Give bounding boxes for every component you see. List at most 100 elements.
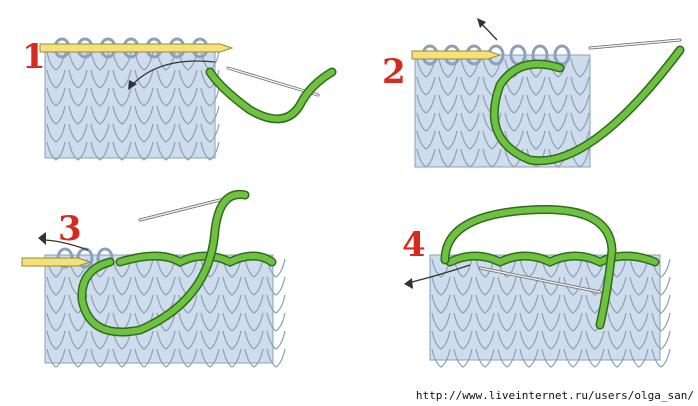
knit-stitch [585, 348, 605, 368]
knit-stitch [541, 258, 561, 278]
arrow-4 [407, 264, 471, 284]
knit-stitch [156, 123, 176, 143]
sewing-needle-1-shine [227, 67, 319, 96]
knit-stitch [244, 294, 264, 314]
knit-stitch [541, 294, 561, 314]
knit-stitch [178, 105, 198, 125]
knit-stitch [46, 330, 66, 350]
knit-stitch [134, 258, 154, 278]
knit-stitch [222, 348, 242, 368]
knit-stitch [629, 330, 649, 350]
knit-stitch [222, 276, 242, 296]
arrow-1-head [128, 80, 137, 90]
knit-stitch [46, 312, 66, 332]
knit-stitch [134, 87, 154, 107]
knit-stitch [178, 123, 198, 143]
knit-stitch [651, 312, 671, 332]
knit-stitch [519, 330, 539, 350]
knit-stitch [438, 94, 458, 114]
fabric-panel-2 [414, 54, 591, 168]
knit-stitch [497, 330, 517, 350]
knit-stitch [90, 51, 110, 71]
fabric-panel-4 [429, 254, 661, 361]
knit-stitch [504, 76, 524, 96]
knit-stitch [222, 330, 242, 350]
knit-stitch [156, 51, 176, 71]
knit-stitch [134, 348, 154, 368]
watermark-url: http://www.liveinternet.ru/users/olga_sa… [415, 389, 694, 402]
knit-stitch [178, 330, 198, 350]
knit-stitch [178, 87, 198, 107]
knit-stitch [460, 76, 480, 96]
knit-stitch [541, 312, 561, 332]
knit-stitch [416, 112, 436, 132]
knit-stitch [570, 76, 590, 96]
knit-stitch [504, 112, 524, 132]
knit-stitch [112, 105, 132, 125]
knit-stitch [178, 141, 198, 161]
knitting-needle-1 [39, 43, 234, 53]
knit-stitch [46, 294, 66, 314]
knit-stitch [68, 141, 88, 161]
knit-stitch [134, 69, 154, 89]
knit-stitch [156, 69, 176, 89]
knit-stitch [482, 58, 502, 78]
knit-stitch [438, 148, 458, 168]
knit-stitch [156, 330, 176, 350]
knit-stitch [460, 58, 480, 78]
knit-stitch [548, 130, 568, 150]
knit-stitch [112, 51, 132, 71]
knit-stitch [563, 258, 583, 278]
knitting-needle-3 [21, 257, 92, 267]
knit-stitch [497, 312, 517, 332]
knit-stitch [244, 258, 264, 278]
knit-stitch [266, 258, 286, 278]
knit-stitch [563, 330, 583, 350]
knit-stitch [200, 141, 220, 161]
knit-stitch [585, 258, 605, 278]
knit-stitch [504, 94, 524, 114]
knit-stitch [200, 330, 220, 350]
knit-stitch [134, 294, 154, 314]
knit-stitch [200, 312, 220, 332]
knit-stitch [134, 123, 154, 143]
knit-stitch [90, 141, 110, 161]
knit-stitch [68, 330, 88, 350]
step-number-4: 4 [402, 225, 426, 265]
yarn-2 [491, 47, 683, 164]
knit-stitch [134, 105, 154, 125]
fabric-panel-1 [44, 47, 216, 159]
knit-stitch [200, 87, 220, 107]
knit-stitch [200, 105, 220, 125]
knit-stitch [526, 94, 546, 114]
knit-stitch [416, 94, 436, 114]
knit-stitch [416, 130, 436, 150]
knit-stitch [112, 87, 132, 107]
knit-stitch [156, 276, 176, 296]
knit-stitch [453, 348, 473, 368]
knit-stitch [526, 76, 546, 96]
knit-stitch [570, 58, 590, 78]
knit-stitch [438, 112, 458, 132]
knit-stitch [475, 258, 495, 278]
knit-stitch [200, 123, 220, 143]
knit-stitch [475, 312, 495, 332]
knit-stitch [570, 112, 590, 132]
knit-stitch [482, 148, 502, 168]
knit-stitch [90, 348, 110, 368]
knit-stitch [68, 51, 88, 71]
knit-stitch [497, 348, 517, 368]
knit-stitch [46, 87, 66, 107]
knit-stitch [651, 348, 671, 368]
sewing-needle-2-shine [589, 39, 681, 49]
knit-stitch [90, 330, 110, 350]
knit-stitch [438, 76, 458, 96]
step-number-1: 1 [22, 37, 46, 77]
knit-stitch [453, 258, 473, 278]
knit-stitch [431, 330, 451, 350]
knit-stitch [68, 105, 88, 125]
knit-stitch [548, 94, 568, 114]
arrow-1 [131, 60, 216, 86]
knit-stitch [453, 276, 473, 296]
knit-stitch [68, 69, 88, 89]
